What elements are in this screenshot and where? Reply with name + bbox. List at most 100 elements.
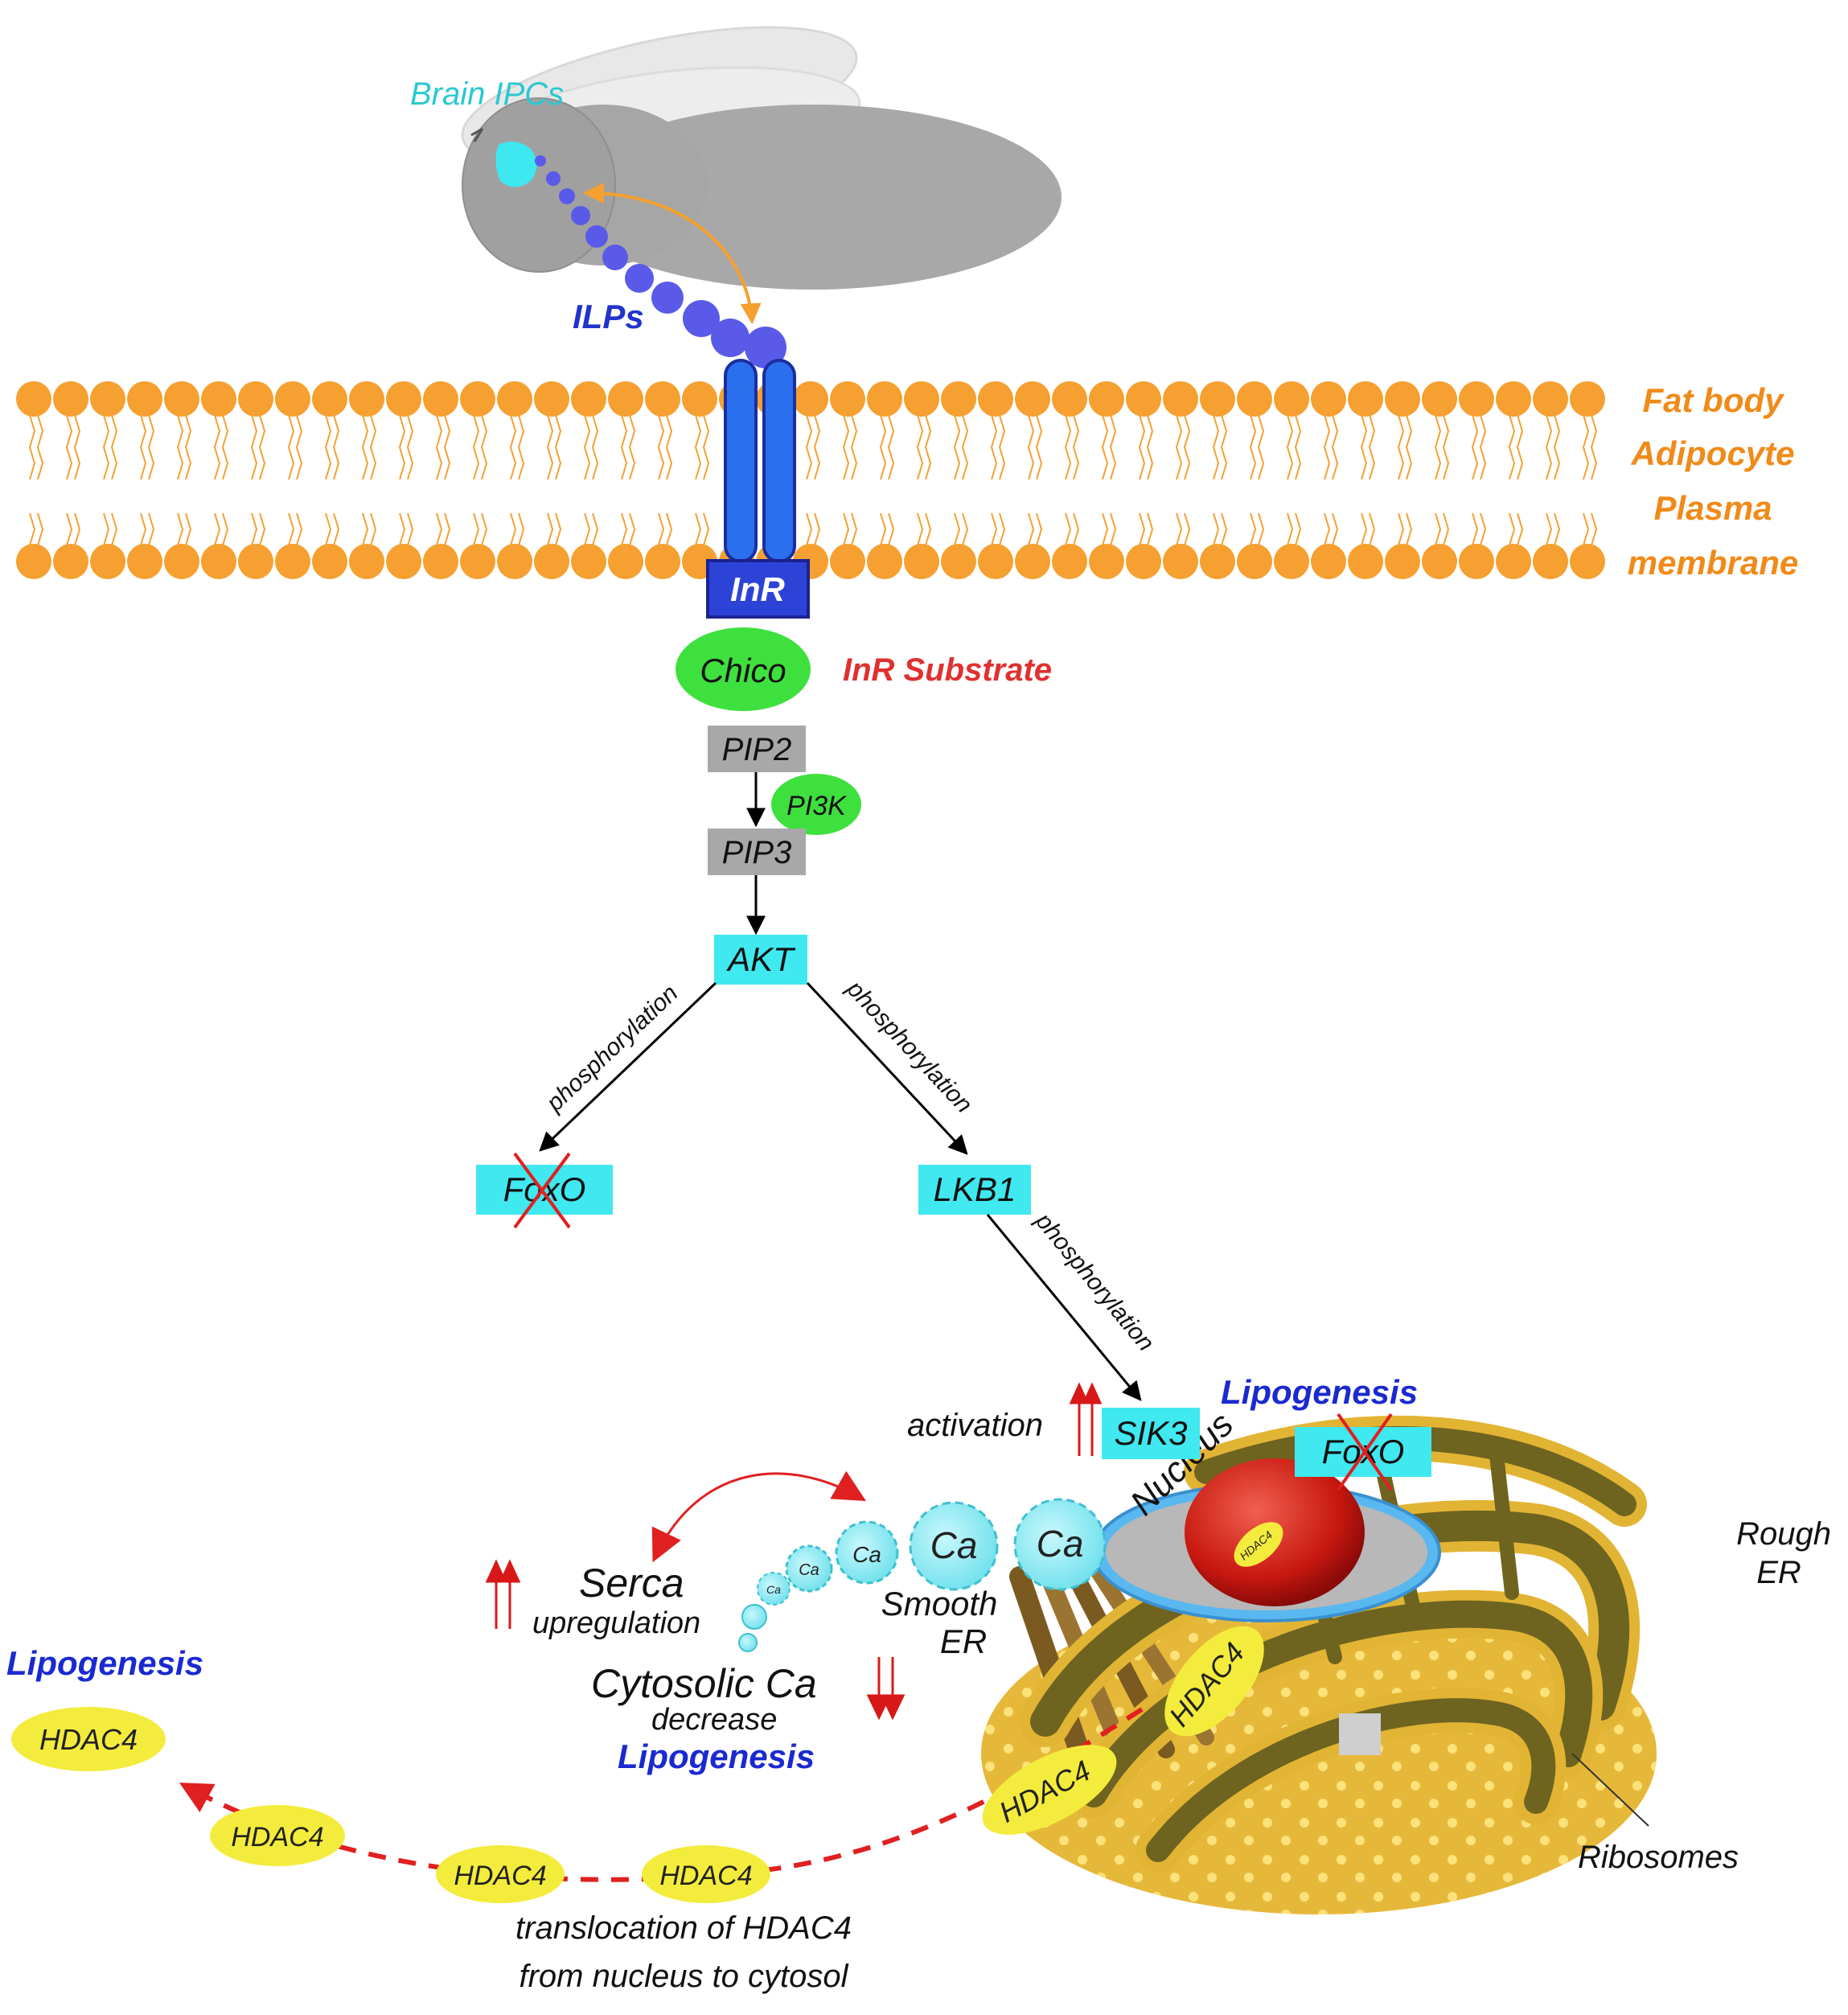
lipid-tail [916, 414, 932, 546]
lipid-tail [1249, 414, 1265, 546]
lipid-head [978, 544, 1013, 579]
lipid-tail [509, 414, 525, 546]
lipid-head [608, 381, 643, 417]
brain-ipcs-label: Brain IPCs [410, 76, 564, 112]
lipid-tail [583, 414, 599, 546]
lipid-head [127, 381, 162, 417]
lipid-tail [435, 414, 451, 546]
lipid-head [1089, 381, 1124, 417]
lipid-head [830, 381, 865, 417]
lipid-head [53, 544, 88, 579]
pip3-box [708, 829, 806, 875]
inr-label: InR [730, 570, 785, 608]
hdac4-cytosol-3 [210, 1805, 345, 1866]
smooth-er-label-1: Smooth [881, 1585, 998, 1622]
lipid-head [1163, 544, 1198, 579]
lipid-tail [657, 414, 673, 546]
lipid-head [1015, 381, 1050, 417]
lipid-tail [1101, 414, 1117, 546]
serca-up-arrows [485, 1559, 521, 1629]
lipid-tail [472, 414, 488, 546]
ca-label-4: Ca [799, 1561, 819, 1579]
lipid-head [497, 544, 532, 579]
hdac4-cytosol-1 [642, 1845, 770, 1903]
lipid-head [1200, 544, 1235, 579]
receptor-arm-left [724, 359, 758, 563]
ca-label-2: Ca [930, 1524, 978, 1566]
cytosolic-ca-down-arrows [866, 1657, 906, 1721]
decrease-label: decrease [651, 1703, 777, 1737]
lipid-head [682, 381, 717, 417]
lipid-head [867, 544, 902, 579]
lipid-head [1311, 544, 1346, 579]
lipid-tail [176, 414, 192, 546]
lipid-head [1570, 544, 1605, 579]
lipid-head [534, 381, 569, 417]
akt-to-foxo-arrow [539, 981, 717, 1152]
lipid-head [904, 544, 939, 579]
lipid-head [645, 544, 680, 579]
lipid-tail [842, 414, 858, 546]
lipid-head [1237, 381, 1272, 417]
lipid-head [1385, 544, 1420, 579]
lipid-head [1422, 381, 1457, 417]
lipid-head [53, 381, 88, 417]
pip2-label: PIP2 [722, 732, 792, 767]
serca-calcium-arrow [651, 1470, 866, 1563]
lipid-head [349, 544, 384, 579]
lipid-head [90, 381, 125, 417]
inr-box [706, 559, 810, 619]
lipid-tail [287, 414, 303, 546]
akt-box [714, 935, 807, 985]
hdac4-in-nucleus [1234, 1522, 1283, 1567]
lipid-head [1237, 544, 1272, 579]
fly-illustration [461, 26, 1062, 290]
ilps-label: ILPs [573, 298, 644, 335]
lipid-head [941, 381, 976, 417]
lipid-head [793, 381, 828, 417]
lipid-head [571, 544, 606, 579]
ca-label-1: Ca [1037, 1523, 1084, 1565]
lipid-head [867, 381, 902, 417]
inr-substrate-label: InR Substrate [843, 652, 1052, 688]
lipid-head [460, 544, 495, 579]
ca-bubble-1 [1013, 1498, 1107, 1591]
lipid-head [645, 381, 680, 417]
ribosomes-label: Ribosomes [1578, 1840, 1739, 1875]
lkb1-label: LKB1 [934, 1170, 1016, 1208]
lipid-head [164, 544, 199, 579]
chico-label: Chico [700, 652, 786, 689]
sik3-box [1102, 1408, 1200, 1459]
receptor-arm-right [762, 359, 796, 563]
lipid-head [830, 544, 865, 579]
lipid-head [127, 544, 162, 579]
lipid-tail [213, 414, 229, 546]
pip2-box [708, 726, 806, 772]
lipid-tail [139, 414, 155, 546]
lipid-head [1274, 544, 1309, 579]
lipid-head [1496, 381, 1531, 417]
akt-label: AKT [725, 940, 796, 978]
membrane-label-3: Plasma [1653, 489, 1772, 527]
lipid-head [1089, 544, 1124, 579]
lipid-head [1348, 544, 1383, 579]
fly-antenna [470, 127, 484, 142]
smooth-er-label-2: ER [940, 1622, 987, 1660]
plasma-membrane [16, 381, 1605, 579]
lipid-head [312, 381, 347, 417]
lipid-tail [1545, 414, 1561, 546]
lipid-head [238, 381, 273, 417]
rough-er-label-2: ER [1756, 1555, 1801, 1590]
lipid-head [941, 544, 976, 579]
lipid-head [1496, 544, 1531, 579]
lipid-tail [694, 414, 710, 546]
hdac4-cytosol-1-label: HDAC4 [659, 1861, 752, 1891]
membrane-label-1: Fat body [1643, 381, 1786, 419]
lipogenesis-label-top: Lipogenesis [1221, 1373, 1418, 1411]
lipid-tail [1434, 414, 1450, 546]
lipid-head [1422, 544, 1457, 579]
lipid-head [904, 381, 939, 417]
activation-up-arrows [1069, 1382, 1103, 1456]
lipid-tail [1471, 414, 1487, 546]
